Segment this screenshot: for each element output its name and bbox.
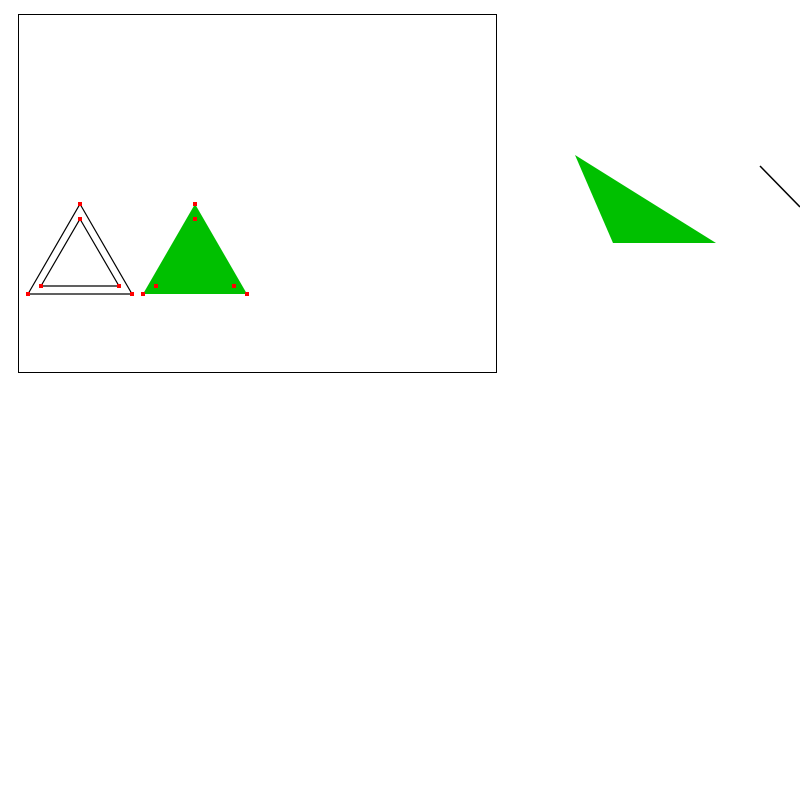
vertex-marker [154,284,158,288]
vertex-marker [117,284,121,288]
vertex-marker [78,202,82,206]
vertex-marker [193,217,197,221]
vertex-marker [193,202,197,206]
vertex-marker [78,217,82,221]
vertex-marker [26,292,30,296]
outlined-triangle-pair [26,202,134,296]
outline-vertex-markers [26,202,134,296]
inner-triangle-outline [39,217,121,287]
vertex-marker [39,284,43,288]
canvas-panel [18,14,497,373]
green-triangle [143,204,247,294]
vertex-marker [141,292,145,296]
filled-vertex-markers [141,202,249,296]
vertex-marker [245,292,249,296]
outer-triangle-outline [26,202,134,295]
free-filled-triangle [575,155,716,243]
vertex-marker [130,292,134,296]
filled-triangle [141,202,249,296]
vertex-marker [232,284,236,288]
diagonal-line [759,165,800,208]
